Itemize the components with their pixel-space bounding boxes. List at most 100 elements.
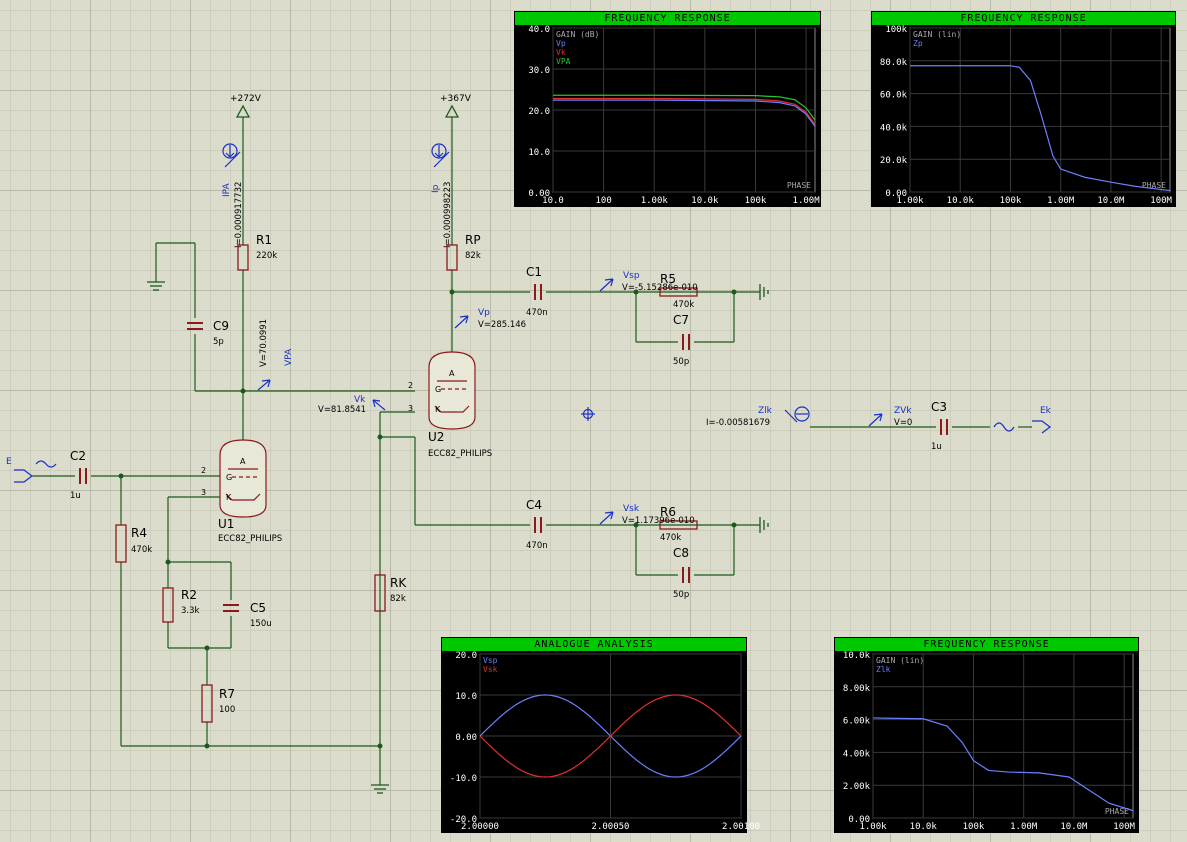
c8-value: 50p [673,590,689,600]
rail-b-label: +367V [440,94,472,104]
x-tick-label: 1.00M [1047,196,1075,206]
power-rail-b-icon[interactable] [444,104,460,118]
r6-value: 470k [660,533,681,543]
marker-origin-icon[interactable] [581,407,595,421]
graph-title[interactable]: FREQUENCY RESPONSE [872,12,1175,25]
generator-e-icon[interactable] [14,469,33,483]
ipa-probe-label: IPA [222,182,232,197]
x-tick-label: 1.00k [896,196,924,206]
r2-value: 3.3k [181,606,200,616]
resistor-r1[interactable] [237,244,249,271]
x-tick-label: 100 [595,196,611,206]
y-tick-label: 0.00 [848,815,870,825]
y-tick-label: 20.0 [455,651,477,661]
resistor-r6[interactable] [659,520,698,530]
y-tick-label: 40.0k [880,123,908,133]
capacitor-c3[interactable] [940,419,948,435]
voltage-probe-vp-icon[interactable] [454,315,469,329]
current-probe-ip-icon[interactable] [431,143,450,168]
x-tick-label: 2.00100 [722,822,760,832]
y-tick-label: -10.0 [450,774,477,784]
graph-title[interactable]: ANALOGUE ANALYSIS [442,638,746,651]
phase-label: PHASE [1105,807,1129,816]
capacitor-c1[interactable] [534,284,542,300]
y-tick-label: 8.00k [843,684,871,694]
ip-value: I=0.000998223 [443,182,453,248]
resistor-rp[interactable] [446,244,458,271]
capacitor-c5[interactable] [223,604,239,612]
vsp-value: V=-5.15286e-010 [622,283,698,293]
legend-entry: Zp [913,39,923,48]
y-tick-label: 60.0k [880,91,908,101]
graph-title[interactable]: FREQUENCY RESPONSE [515,12,820,25]
c1-value: 470n [526,308,548,318]
y-tick-label: 0.00 [528,189,550,199]
voltage-probe-vsk-icon[interactable] [599,511,614,525]
vpa-value: V=70.0991 [259,319,269,367]
ground-icon [147,281,165,291]
x-tick-label: 100M [1113,822,1135,832]
u1-ref: U1 [218,517,234,531]
ek-generator-label: Ek [1040,406,1052,416]
resistor-r7[interactable] [201,684,213,723]
r7-value: 100 [219,705,235,715]
triode-u2[interactable] [428,351,476,430]
u2-pin-k-label: K [435,405,441,414]
wires [32,117,1032,785]
u1-pin-a-label: A [240,457,246,466]
series-line-zlk [872,717,1134,812]
resistor-r5[interactable] [659,287,698,297]
graph-title[interactable]: FREQUENCY RESPONSE [835,638,1138,651]
capacitor-c4[interactable] [534,517,542,533]
ground-icon [759,284,769,300]
y-tick-label: 10.0 [528,148,550,158]
current-probe-zlk-icon[interactable] [784,406,810,423]
voltage-probe-vk-icon[interactable] [372,399,386,411]
triode-u1[interactable] [219,439,267,518]
c8-ref: C8 [673,546,689,560]
generator-ek-icon[interactable] [1032,420,1051,434]
r4-ref: R4 [131,526,147,540]
voltage-probe-vsp-icon[interactable] [599,278,614,292]
y-tick-label: 80.0k [880,58,908,68]
voltage-probe-vpa-icon[interactable] [257,379,271,391]
rp-ref: RP [465,233,481,247]
y-tick-label: 0.00 [885,189,907,199]
resistor-r4[interactable] [115,524,127,563]
y-tick-label: 10.0 [455,692,477,702]
y-tick-label: 20.0 [528,107,550,117]
x-tick-label: 10.0 [542,196,564,206]
u2-ref: U2 [428,430,444,444]
ip-probe-label: Ip [431,184,441,193]
current-probe-ipa-icon[interactable] [222,143,241,168]
legend-entry: Vk [556,48,566,57]
legend-entry: Zlk [876,665,891,674]
capacitor-c7[interactable] [682,334,690,350]
zvk-probe-label: ZVk [894,406,912,416]
r1-value: 220k [256,251,277,261]
voltage-probe-zvk-icon[interactable] [868,413,883,427]
capacitor-c8[interactable] [682,567,690,583]
phase-label: PHASE [1142,181,1166,190]
resistor-r2[interactable] [162,587,174,623]
x-tick-label: 2.00050 [592,822,630,832]
x-tick-label: 1.00k [641,196,669,206]
c5-ref: C5 [250,601,266,615]
vsp-probe-label: Vsp [623,271,640,281]
x-tick-label: 10.0k [910,822,938,832]
vsk-value: V=1.17396e-010 [622,516,695,526]
resistor-rk[interactable] [374,574,386,612]
capacitor-c2[interactable] [79,468,87,484]
vk-probe-label: Vk [354,395,366,405]
axis-label: GAIN (lin) [876,656,924,665]
power-rail-a-icon[interactable] [235,104,251,118]
capacitor-c9[interactable] [187,322,203,330]
vpa-probe-label: VPA [284,348,294,366]
